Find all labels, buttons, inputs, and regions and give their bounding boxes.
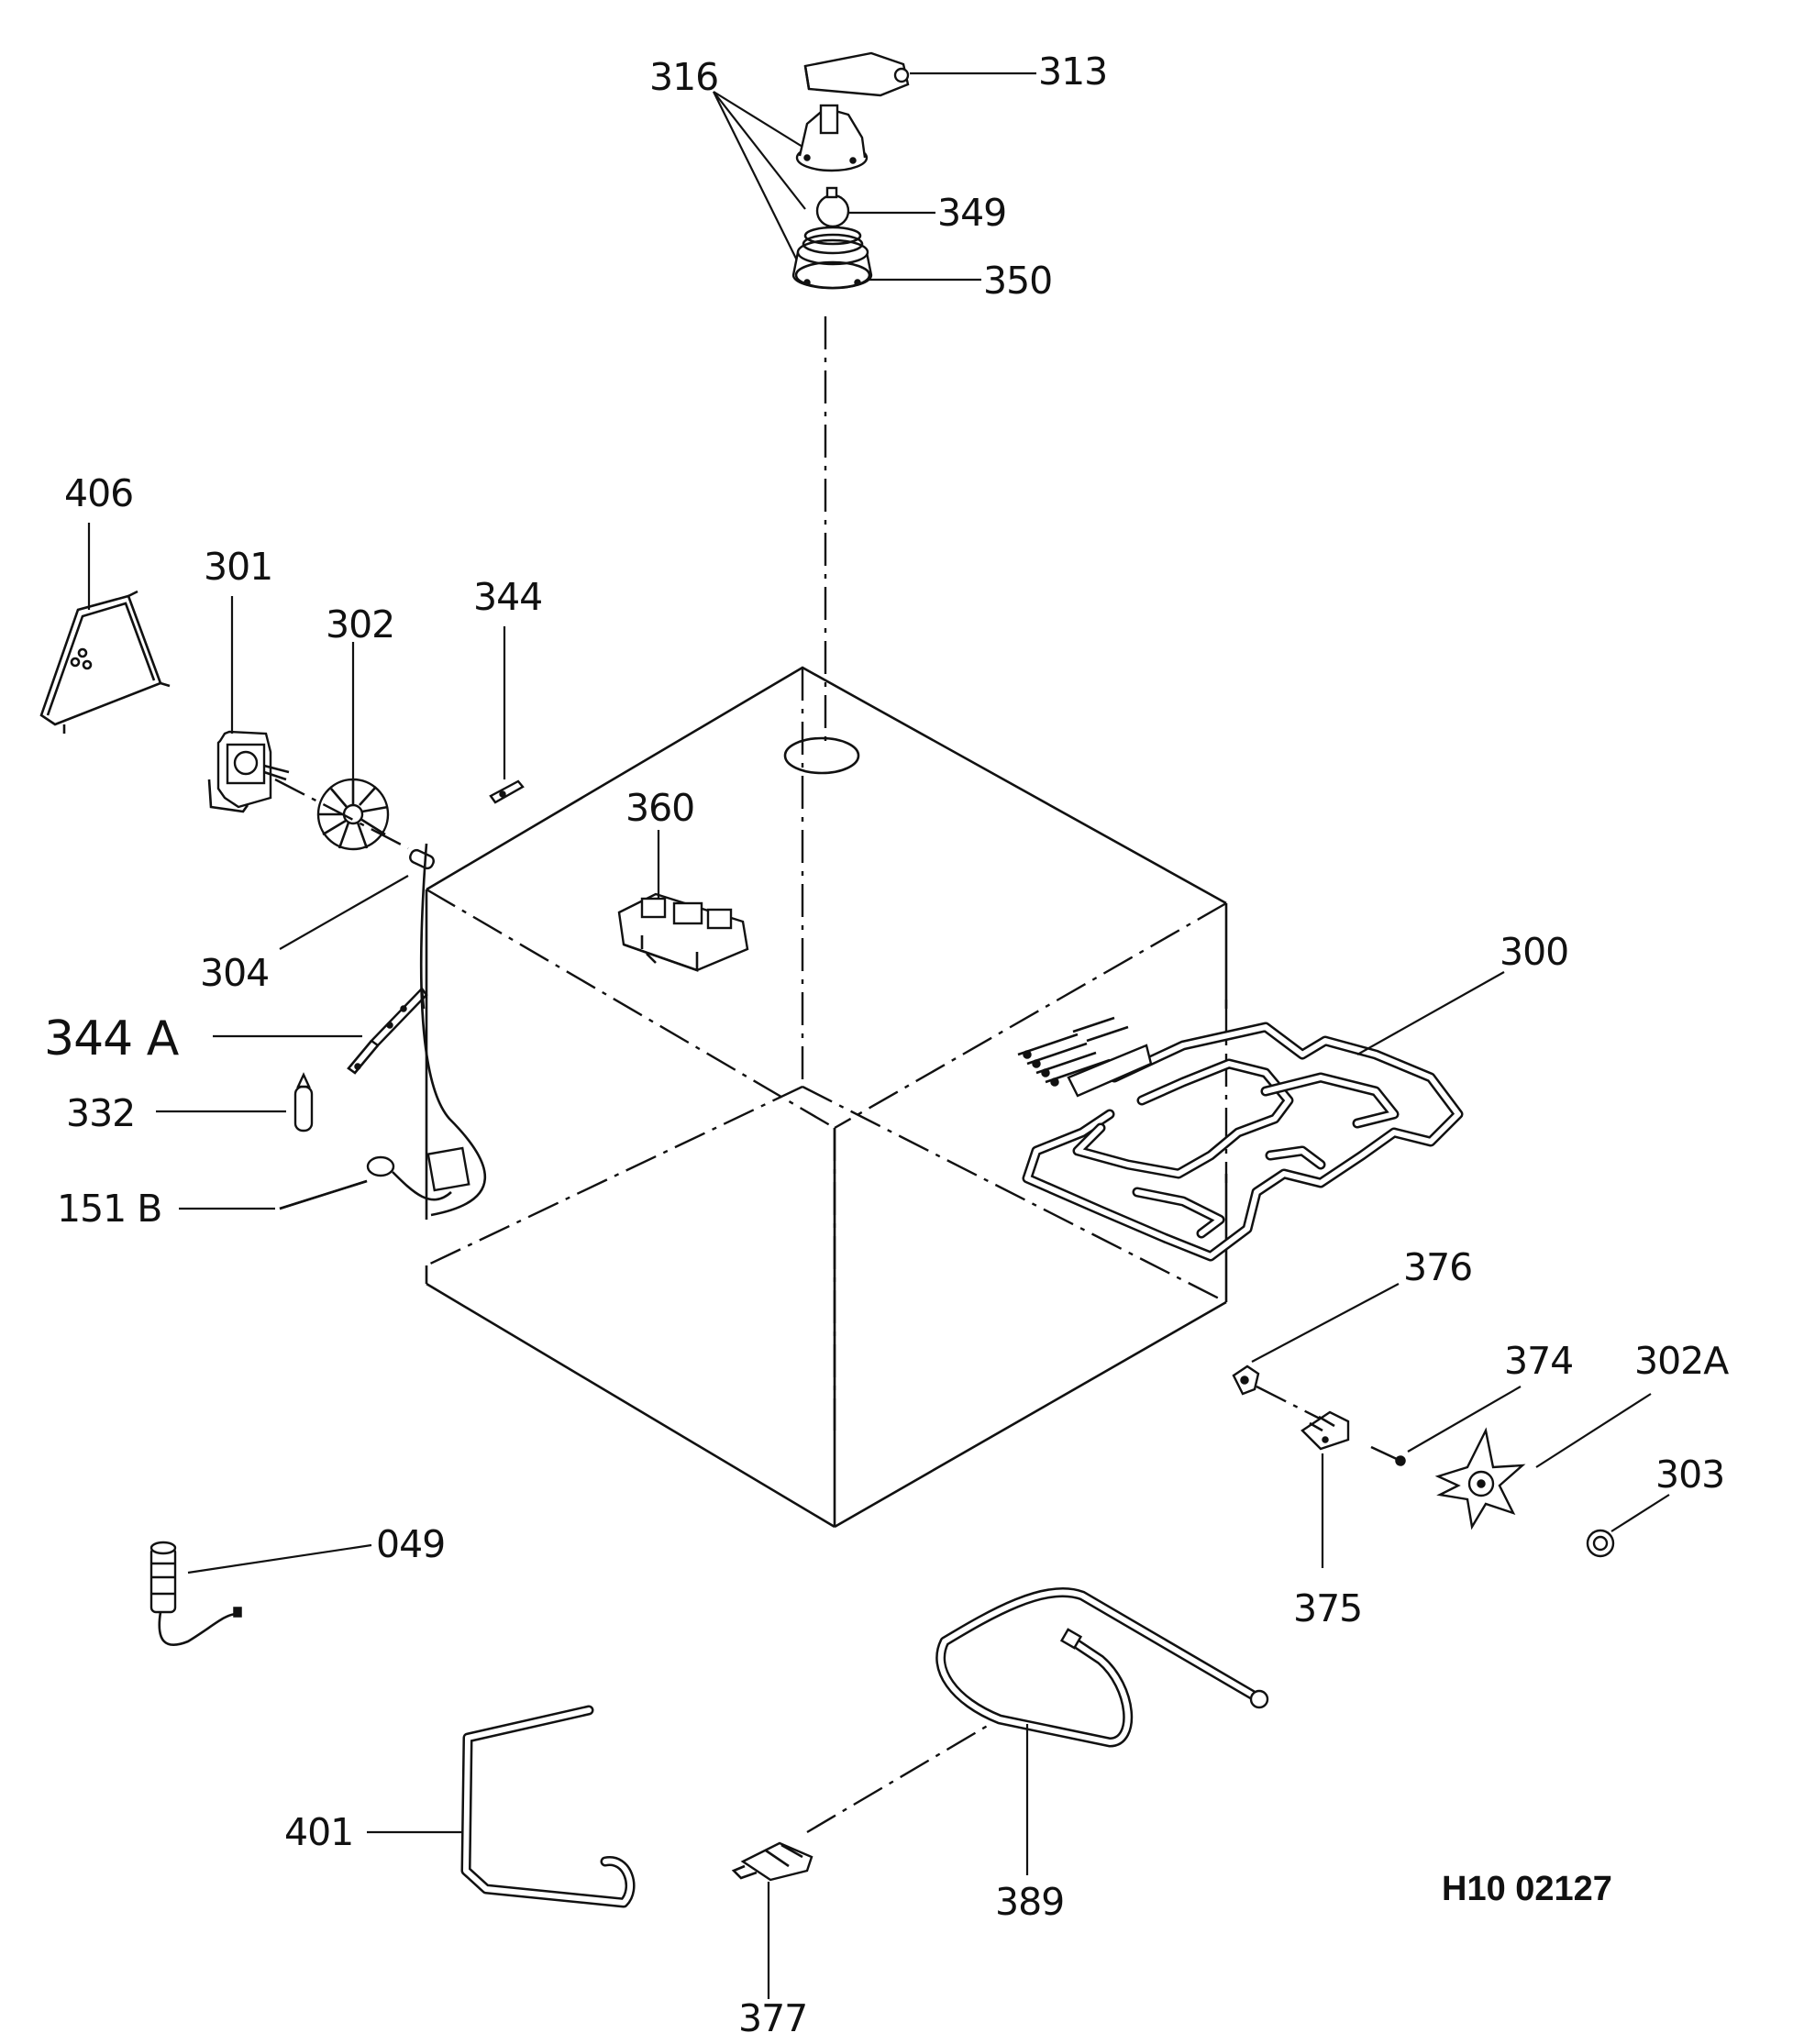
- callout-049: 049: [376, 1522, 445, 1566]
- leader-316-lines: [713, 91, 806, 267]
- part-049-connector: [149, 1541, 242, 1646]
- callout-304: 304: [200, 951, 269, 995]
- leader-304: [279, 875, 409, 950]
- part-374-screw: [1370, 1445, 1406, 1466]
- fan-axis-line: [274, 778, 409, 850]
- callout-316: 316: [649, 55, 718, 99]
- leader-374: [1407, 1386, 1522, 1453]
- part-401-rod: [460, 1705, 636, 1908]
- callout-349: 349: [937, 191, 1006, 235]
- drawing-number: H10 02127: [1442, 1870, 1612, 1908]
- callout-344: 344: [473, 575, 542, 619]
- callout-313: 313: [1038, 50, 1107, 94]
- callout-376: 376: [1403, 1245, 1472, 1289]
- part-313-lamp-cover: [803, 51, 910, 97]
- part-360-switch-block: [617, 892, 749, 972]
- callout-300: 300: [1500, 930, 1568, 974]
- part-316-lamp-holder: [795, 104, 869, 172]
- part-304-pin: [409, 848, 435, 870]
- part-332-sensor: [293, 1072, 314, 1132]
- part-350-socket: [791, 226, 873, 290]
- callout-377: 377: [738, 1996, 807, 2040]
- part-377-terminal: [731, 1841, 813, 1882]
- callout-350: 350: [983, 259, 1052, 303]
- part-301-fan-motor: [207, 730, 290, 813]
- callout-401: 401: [284, 1810, 353, 1854]
- part-303-nut: [1586, 1529, 1615, 1558]
- callout-151b: 151 B: [57, 1187, 161, 1231]
- callout-302: 302: [326, 602, 394, 646]
- part-375-terminal: [1300, 1410, 1350, 1451]
- callout-406: 406: [64, 471, 133, 515]
- oven-cavity-box: [425, 666, 1228, 1529]
- element-389-axis: [806, 1722, 991, 1834]
- leader-300: [1356, 971, 1505, 1055]
- callout-360: 360: [625, 786, 694, 830]
- bottom-element-axis: [1256, 1385, 1326, 1423]
- callout-344a: 344 A: [44, 1011, 180, 1066]
- part-344-clip: [489, 779, 525, 804]
- leader-303: [1610, 1494, 1670, 1532]
- leader-302a: [1535, 1393, 1652, 1468]
- callout-303: 303: [1655, 1453, 1724, 1497]
- callout-389: 389: [995, 1880, 1064, 1924]
- callout-302a: 302A: [1634, 1339, 1729, 1383]
- callout-375: 375: [1293, 1586, 1362, 1630]
- part-300-grill-element: [1017, 1016, 1464, 1262]
- part-349-bulb: [815, 186, 850, 228]
- part-344a-bracket: [347, 987, 428, 1075]
- part-406-bracket: [39, 590, 171, 734]
- part-151b-probe: [279, 843, 487, 1217]
- leader-049: [187, 1543, 372, 1574]
- part-376-clip: [1232, 1365, 1260, 1396]
- callout-301: 301: [204, 545, 272, 589]
- callout-374: 374: [1504, 1339, 1573, 1383]
- part-302a-fan-impeller: [1434, 1427, 1526, 1530]
- part-302-fan-wheel: [316, 778, 390, 851]
- part-389-bottom-element: [935, 1586, 1269, 1748]
- leader-376: [1251, 1283, 1400, 1363]
- callout-332: 332: [66, 1091, 135, 1135]
